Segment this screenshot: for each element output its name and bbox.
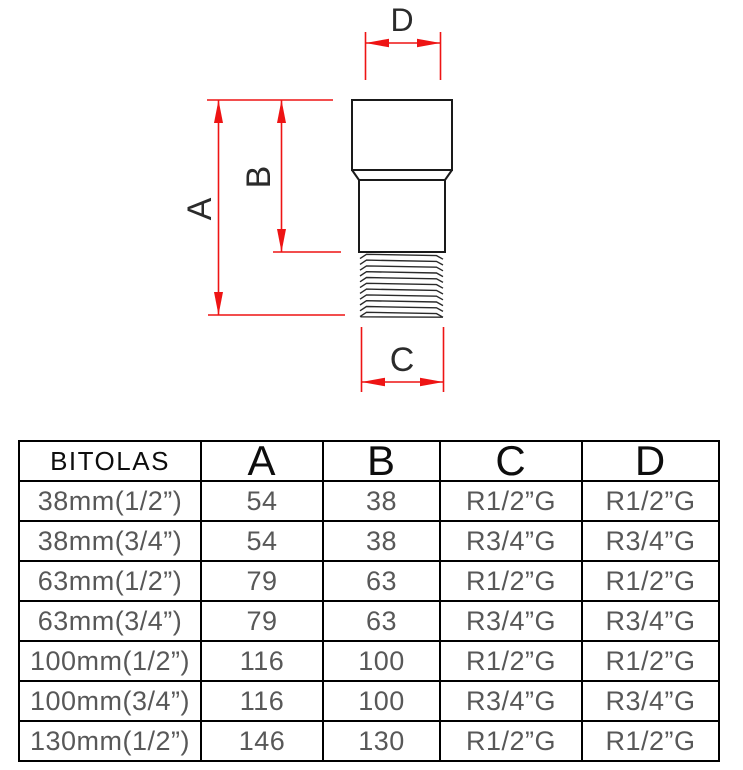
header-a: A	[200, 442, 322, 480]
cell-b: 100	[322, 642, 439, 680]
cell-c: R3/4”G	[439, 602, 581, 640]
cell-bitola: 63mm(1/2”)	[37, 565, 183, 596]
cell-c: R1/2”G	[439, 482, 581, 520]
cell-b: 100	[322, 682, 439, 720]
dim-label-c: C	[390, 341, 415, 379]
cell-d: R3/4”G	[581, 682, 718, 720]
cell-b: 130	[322, 722, 439, 760]
cell-d: R1/2”G	[581, 642, 718, 680]
arrowhead-d-left	[365, 38, 389, 48]
header-d: D	[581, 442, 718, 480]
dim-label-a: A	[181, 197, 219, 220]
cell-b: 63	[322, 602, 439, 640]
spec-table: BITOLAS A B C D 38mm(1/2”) 54 38 R1/2”G …	[18, 440, 720, 762]
cell-c: R1/2”G	[439, 642, 581, 680]
arrowhead-c-right	[420, 377, 444, 387]
fitting-threads	[359, 253, 444, 318]
arrowhead-a-top	[214, 100, 223, 123]
dim-label-d: D	[390, 2, 413, 38]
arrowhead-b-top	[277, 100, 286, 123]
cell-b: 38	[322, 482, 439, 520]
table-row: 38mm(1/2”) 54 38 R1/2”G R1/2”G	[20, 480, 718, 520]
cell-a: 54	[200, 482, 322, 520]
fitting-head	[351, 99, 453, 171]
cell-c: R3/4”G	[439, 522, 581, 560]
cell-b: 63	[322, 562, 439, 600]
cell-a: 116	[200, 642, 322, 680]
technical-drawing: A B C D	[181, 2, 453, 392]
cell-b: 38	[322, 522, 439, 560]
cell-bitola: 130mm(1/2”)	[29, 725, 191, 756]
dim-label-b: B	[240, 166, 278, 189]
cell-a: 79	[200, 562, 322, 600]
cell-d: R3/4”G	[581, 602, 718, 640]
cell-c: R3/4”G	[439, 682, 581, 720]
cell-a: 146	[200, 722, 322, 760]
arrowhead-a-bottom	[214, 292, 223, 315]
cell-a: 54	[200, 522, 322, 560]
table-row: 63mm(1/2”) 79 63 R1/2”G R1/2”G	[20, 560, 718, 600]
cell-d: R1/2”G	[581, 562, 718, 600]
arrowhead-d-right	[417, 38, 441, 48]
table-row: 130mm(1/2”) 146 130 R1/2”G R1/2”G	[20, 720, 718, 760]
cell-c: R1/2”G	[439, 562, 581, 600]
cell-bitola: 100mm(1/2”)	[29, 645, 191, 676]
arrowhead-b-bottom	[277, 229, 286, 252]
cell-bitola: 100mm(3/4”)	[29, 685, 191, 716]
fitting-chamfer-right	[444, 169, 453, 181]
cell-d: R1/2”G	[581, 482, 718, 520]
header-b: B	[322, 442, 439, 480]
table-row: 63mm(3/4”) 79 63 R3/4”G R3/4”G	[20, 600, 718, 640]
table-row: 38mm(3/4”) 54 38 R3/4”G R3/4”G	[20, 520, 718, 560]
cell-bitola: 38mm(3/4”)	[37, 525, 183, 556]
cell-a: 79	[200, 602, 322, 640]
cell-a: 116	[200, 682, 322, 720]
cell-bitola: 38mm(1/2”)	[37, 485, 183, 516]
cell-d: R1/2”G	[581, 722, 718, 760]
arrowhead-c-left	[361, 377, 385, 387]
table-row: 100mm(1/2”) 116 100 R1/2”G R1/2”G	[20, 640, 718, 680]
fitting-body	[358, 179, 446, 253]
header-c: C	[439, 442, 581, 480]
fitting-outline	[351, 99, 453, 318]
cell-d: R3/4”G	[581, 522, 718, 560]
fitting-chamfer-left	[351, 169, 360, 181]
table-header-row: BITOLAS A B C D	[20, 442, 718, 480]
dimension-annotations	[207, 32, 445, 392]
cell-bitola: 63mm(3/4”)	[37, 605, 183, 636]
header-bitolas: BITOLAS	[50, 445, 170, 476]
table-row: 100mm(3/4”) 116 100 R3/4”G R3/4”G	[20, 680, 718, 720]
cell-c: R1/2”G	[439, 722, 581, 760]
